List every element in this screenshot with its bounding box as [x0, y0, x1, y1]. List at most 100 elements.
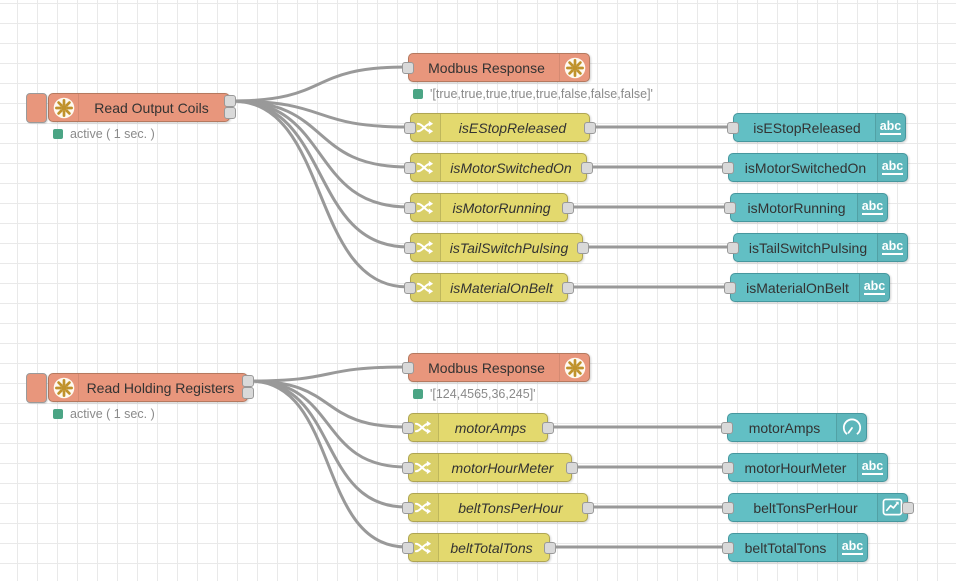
shuffle-icon: [411, 114, 441, 141]
input-port[interactable]: [402, 502, 414, 514]
node-status: active ( 1 sec. ): [53, 127, 155, 141]
wire[interactable]: [248, 365, 408, 383]
output-port[interactable]: [584, 122, 596, 134]
status-dot-icon: [413, 389, 423, 399]
node-read-output-coils[interactable]: Read Output Coils active ( 1 sec. ): [26, 93, 236, 141]
output-port-1[interactable]: [242, 375, 254, 387]
node-ui-text-ismaterialonbelt[interactable]: isMaterialOnBelt abc: [724, 273, 890, 302]
node-change-isestopreleased[interactable]: isEStopReleased: [404, 113, 596, 142]
abc-icon: abc: [875, 114, 905, 141]
wire[interactable]: [248, 379, 408, 549]
node-ui-text-ismotorswitchedon[interactable]: isMotorSwitchedOn abc: [722, 153, 908, 182]
output-port-1[interactable]: [224, 95, 236, 107]
status-text: active ( 1 sec. ): [70, 127, 155, 141]
input-port[interactable]: [722, 502, 734, 514]
abc-icon: abc: [859, 274, 889, 301]
node-label: isTailSwitchPulsing: [449, 239, 569, 256]
node-label: motorAmps: [748, 419, 821, 436]
shuffle-icon: [409, 414, 439, 441]
wire[interactable]: [230, 99, 410, 289]
node-change-motorhourmeter[interactable]: motorHourMeter: [402, 453, 578, 482]
node-ui-chart-belttonsperhour[interactable]: beltTonsPerHour: [722, 493, 914, 522]
output-port[interactable]: [582, 502, 594, 514]
shuffle-icon: [409, 494, 439, 521]
node-change-motoramps[interactable]: motorAmps: [402, 413, 554, 442]
wire[interactable]: [248, 379, 408, 429]
input-port[interactable]: [404, 202, 416, 214]
node-label: isEStopReleased: [753, 119, 861, 136]
input-port[interactable]: [402, 362, 414, 374]
shuffle-icon: [409, 454, 439, 481]
wire[interactable]: [230, 65, 408, 103]
modbus-flower-icon: [559, 54, 589, 81]
status-dot-icon: [53, 409, 63, 419]
input-port[interactable]: [402, 62, 414, 74]
status-text: '[true,true,true,true,true,false,false,f…: [430, 87, 653, 101]
input-port[interactable]: [722, 542, 734, 554]
input-port[interactable]: [724, 202, 736, 214]
node-modbus-response-2[interactable]: Modbus Response '[124,4565,36,245]': [402, 353, 590, 401]
input-port[interactable]: [724, 282, 736, 294]
modbus-flower-icon: [559, 354, 589, 381]
gauge-icon: [836, 414, 866, 441]
node-ui-text-ismotorrunning[interactable]: isMotorRunning abc: [724, 193, 888, 222]
wire[interactable]: [248, 379, 408, 469]
output-port[interactable]: [902, 502, 914, 514]
node-status: active ( 1 sec. ): [53, 407, 155, 421]
node-ui-gauge-motoramps[interactable]: motorAmps: [721, 413, 867, 442]
node-label: motorHourMeter: [744, 459, 847, 476]
output-port-2[interactable]: [224, 107, 236, 119]
shuffle-icon: [409, 534, 439, 561]
node-ui-text-motorhourmeter[interactable]: motorHourMeter abc: [722, 453, 888, 482]
input-port[interactable]: [722, 462, 734, 474]
node-change-ismotorswitchedon[interactable]: isMotorSwitchedOn: [404, 153, 593, 182]
node-change-belttonsperhour[interactable]: beltTonsPerHour: [402, 493, 594, 522]
node-change-ismaterialonbelt[interactable]: isMaterialOnBelt: [404, 273, 574, 302]
input-port[interactable]: [727, 242, 739, 254]
input-port[interactable]: [404, 162, 416, 174]
node-label: isMotorRunning: [747, 199, 846, 216]
node-ui-text-isestopreleased[interactable]: isEStopReleased abc: [727, 113, 906, 142]
input-port[interactable]: [727, 122, 739, 134]
node-ui-text-belttotaltons[interactable]: beltTotalTons abc: [722, 533, 868, 562]
input-port[interactable]: [402, 422, 414, 434]
abc-icon: abc: [877, 234, 907, 261]
input-port[interactable]: [404, 242, 416, 254]
chart-icon: [877, 494, 907, 521]
input-port[interactable]: [721, 422, 733, 434]
wire[interactable]: [230, 99, 410, 249]
output-port[interactable]: [581, 162, 593, 174]
abc-icon: abc: [837, 534, 867, 561]
output-port-2[interactable]: [242, 387, 254, 399]
output-port[interactable]: [566, 462, 578, 474]
inject-button[interactable]: [26, 93, 47, 123]
wire[interactable]: [230, 99, 410, 169]
wire[interactable]: [230, 99, 410, 209]
output-port[interactable]: [562, 202, 574, 214]
input-port[interactable]: [402, 542, 414, 554]
input-port[interactable]: [722, 162, 734, 174]
node-change-ismotorrunning[interactable]: isMotorRunning: [404, 193, 574, 222]
input-port[interactable]: [404, 282, 416, 294]
node-label: isMotorSwitchedOn: [744, 159, 867, 176]
wire[interactable]: [230, 99, 410, 129]
input-port[interactable]: [404, 122, 416, 134]
inject-button[interactable]: [26, 373, 47, 403]
node-change-belttotaltons[interactable]: beltTotalTons: [402, 533, 556, 562]
output-port[interactable]: [577, 242, 589, 254]
node-change-istailswitchpulsing[interactable]: isTailSwitchPulsing: [404, 233, 589, 262]
node-read-holding-registers[interactable]: Read Holding Registers active ( 1 sec. ): [26, 373, 254, 421]
status-text: active ( 1 sec. ): [70, 407, 155, 421]
node-label: beltTonsPerHour: [753, 499, 858, 516]
output-port[interactable]: [544, 542, 556, 554]
node-label: Modbus Response: [428, 359, 545, 376]
node-label: beltTotalTons: [450, 539, 533, 556]
status-text: '[124,4565,36,245]': [430, 387, 536, 401]
output-port[interactable]: [562, 282, 574, 294]
output-port[interactable]: [542, 422, 554, 434]
node-modbus-response-1[interactable]: Modbus Response '[true,true,true,true,tr…: [402, 53, 653, 101]
node-ui-text-istailswitchpulsing[interactable]: isTailSwitchPulsing abc: [727, 233, 908, 262]
input-port[interactable]: [402, 462, 414, 474]
wire[interactable]: [248, 379, 408, 509]
